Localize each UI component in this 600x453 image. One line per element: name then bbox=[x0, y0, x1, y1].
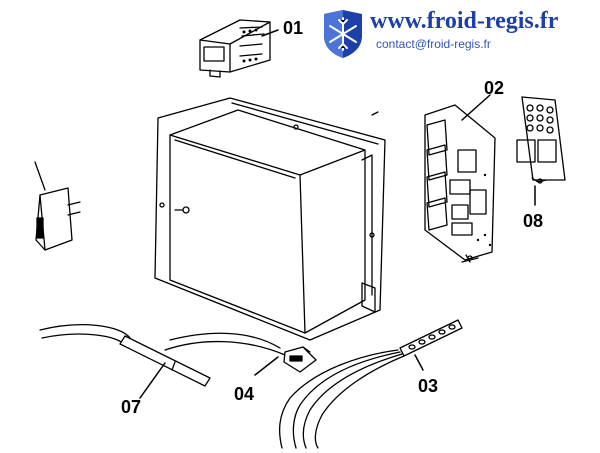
part-07-probe-cable bbox=[40, 325, 210, 386]
snowflake-shield-icon bbox=[324, 10, 362, 58]
part-02-main-pcb bbox=[425, 105, 495, 262]
part-08-small-pcb bbox=[517, 97, 565, 183]
rocker-switch bbox=[35, 162, 80, 250]
callout-02: 02 bbox=[484, 78, 505, 98]
part-01-relay-block bbox=[200, 20, 270, 77]
main-control-box bbox=[155, 98, 385, 340]
brand-contact-email[interactable]: contact@froid-regis.fr bbox=[376, 37, 491, 51]
part-04-probe bbox=[165, 333, 316, 372]
callout-03: 03 bbox=[418, 376, 439, 396]
callout-08: 08 bbox=[523, 211, 544, 231]
brand-website-url[interactable]: www.froid-regis.fr bbox=[370, 8, 559, 34]
leader-lines bbox=[140, 30, 535, 398]
part-03-led-strip bbox=[280, 320, 462, 448]
callout-01: 01 bbox=[283, 18, 304, 38]
callout-07: 07 bbox=[121, 397, 142, 417]
callout-04: 04 bbox=[234, 384, 255, 404]
